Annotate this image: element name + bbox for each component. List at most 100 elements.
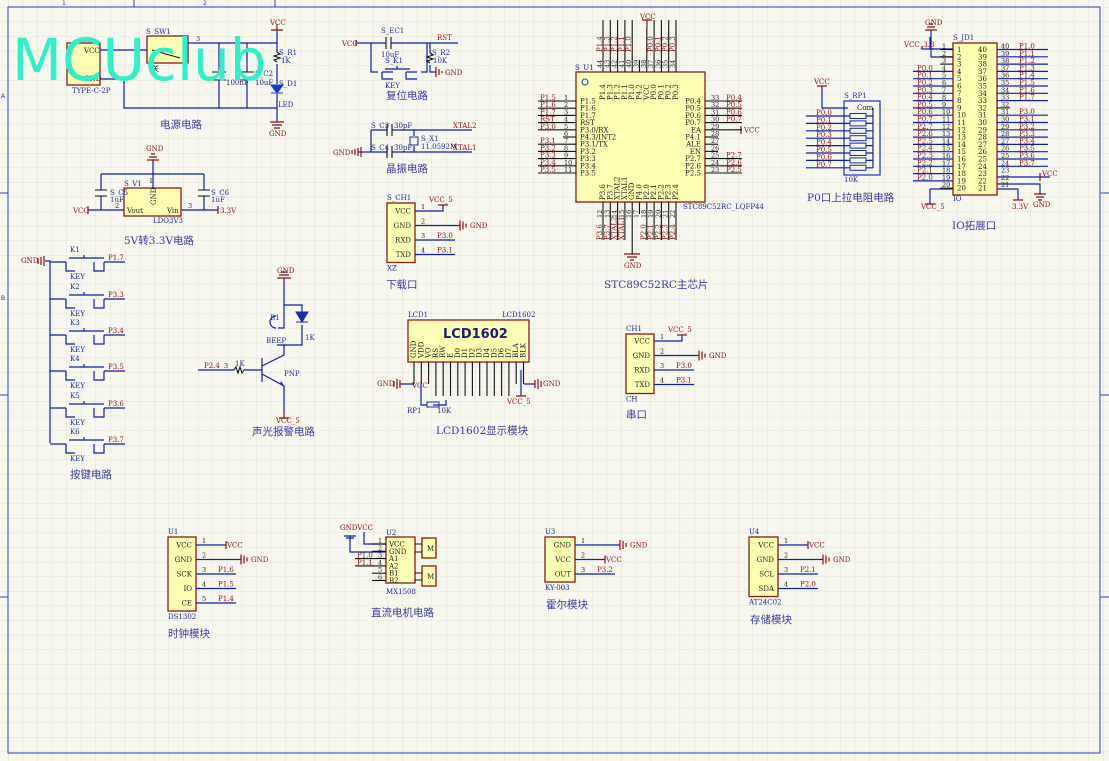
module-pin-name: VCC [554, 556, 571, 564]
mcu-pin-number: 26 [711, 144, 719, 152]
mcu-net-label: P1.6 [540, 101, 556, 109]
resistor [849, 120, 867, 127]
motor-label: M [427, 545, 434, 553]
module-pin-number: 2 [202, 552, 206, 560]
module-pin-name: IO [183, 585, 192, 593]
mcu-net-label: P0.5 [726, 101, 742, 109]
net-label-vcc5: VCC_5 [506, 398, 531, 406]
io-pin-name: 31 [978, 112, 987, 120]
net-label-gnd: GND [146, 145, 164, 153]
io-pin-name: 26 [978, 148, 987, 156]
lcd-pin-name: RW [439, 345, 447, 358]
net-label-gnd: GND [333, 149, 351, 157]
pin-label: GND [150, 187, 158, 205]
motor-b [421, 565, 437, 587]
designator: LCD1 [408, 311, 428, 319]
io-net-label: P3.1 [1019, 116, 1035, 124]
mcu-pin-number: 42 [611, 60, 619, 68]
module-pin-name: RXD [395, 237, 411, 245]
io-pin-number: 36 [1001, 72, 1009, 80]
mcu-pin-name: P3.0/RX [580, 126, 608, 134]
module-pin-number: 3 [421, 232, 425, 240]
mcu-pin-name: P3.4 [580, 162, 596, 170]
section-title: 时钟模块 [168, 627, 210, 640]
io-pin-name: 6 [957, 83, 962, 91]
io-pin-number: 20 [942, 181, 950, 189]
io-pin-name: 16 [957, 156, 966, 164]
designator: S_C5 [110, 189, 128, 197]
io-net-label: P3.5 [1019, 145, 1035, 153]
io-pin-number: 34 [1001, 86, 1009, 94]
io-pin-name: 25 [978, 156, 987, 164]
net-label-vcc33: VCC_3.3 [903, 41, 934, 49]
designator: S_R2 [432, 49, 450, 57]
io-pin-name: 27 [978, 141, 987, 149]
net-label-vcc: VCC [639, 13, 656, 21]
key-switch [50, 255, 125, 272]
io-pin-name: 32 [978, 104, 987, 112]
io-pin-number: 12 [942, 123, 950, 131]
mcu-pin-number: 6 [564, 130, 568, 138]
mcu-pin-number: 5 [564, 123, 568, 131]
io-pin-number: 17 [942, 159, 950, 167]
part-label: 10K [844, 176, 859, 184]
mcu-pin-number: 31 [711, 108, 719, 116]
designator: S_EC1 [381, 27, 404, 35]
key-switch [50, 437, 125, 454]
io-pin-name: 8 [957, 97, 961, 105]
pullup-net-label: P0.4 [816, 139, 832, 147]
mcu-net-label: P1.5 [540, 94, 556, 102]
lcd-pin-name: E [447, 353, 455, 358]
section-title: 存储模块 [750, 613, 792, 626]
io-pin-number: 14 [942, 137, 950, 145]
module-net-label: VCC_5 [667, 326, 692, 334]
mcu-net-label: P3.3 [540, 152, 556, 160]
part-label: LCD1602 [502, 311, 535, 319]
io-pin-number: 19 [942, 174, 950, 182]
mcu-pin-number: 11 [564, 166, 572, 174]
module-net-label: P1.0 [357, 552, 373, 560]
net-label-vcc: VCC [72, 207, 89, 215]
net-label-gnd: GND [21, 257, 39, 265]
ground-symbol [240, 554, 248, 565]
key-designator: K6 [70, 428, 80, 436]
mcu-net-label: P0.7 [726, 116, 742, 124]
pin-number: 3 [196, 35, 200, 43]
io-expansion-header: S_JD1 IO GND VCC_3.3 VCC GND VCC_5 3.3V … [903, 19, 1058, 232]
mcu-pin-number: 37 [647, 60, 655, 68]
io-pin-number: 26 [1001, 145, 1009, 153]
resistor [849, 157, 867, 164]
lcd-pin-name: D1 [461, 348, 469, 358]
net-label-rst: RST [437, 34, 452, 42]
mcu-pin-number: 33 [711, 94, 719, 102]
mcu-pin-number: 32 [711, 101, 719, 109]
value: 30pF [394, 144, 412, 152]
module-net-label: P1.1 [357, 559, 373, 567]
motor-driver-body [385, 536, 416, 584]
mcu-net-label: VCC [743, 126, 760, 134]
module-body [386, 202, 416, 264]
net-label-gnd-vcc: GNDVCC [340, 524, 373, 532]
mcu-pin-number: 27 [711, 137, 719, 145]
mcu-net-label: P3.6 [596, 224, 604, 240]
mcu-pin-number: 10 [564, 159, 572, 167]
pin-number: 1 [149, 177, 153, 185]
mcu-pin-name: P2.2 [657, 184, 665, 200]
lcd-pin-name: RS [432, 348, 440, 358]
key-designator: K4 [70, 355, 80, 363]
mcu-pin-number: 30 [711, 116, 719, 124]
power-switch [146, 35, 189, 64]
mcu-pin-number: 14 [611, 210, 619, 218]
key-switch [50, 401, 125, 418]
section-title: 声光报警电路 [252, 425, 315, 438]
ldo-regulator [123, 187, 182, 217]
module-net-label: P1.4 [218, 595, 234, 603]
io-pin-number: 31 [1001, 108, 1009, 116]
value: 100nF [226, 79, 249, 87]
reset-circuit: VCC RST GND S_EC1 10uF S_K1 KEY S_R2 10K… [341, 27, 463, 102]
key-net-label: P3.7 [108, 436, 124, 444]
io-pin-name: 33 [978, 97, 987, 105]
mcu-pin-name: P2.4 [672, 184, 680, 200]
